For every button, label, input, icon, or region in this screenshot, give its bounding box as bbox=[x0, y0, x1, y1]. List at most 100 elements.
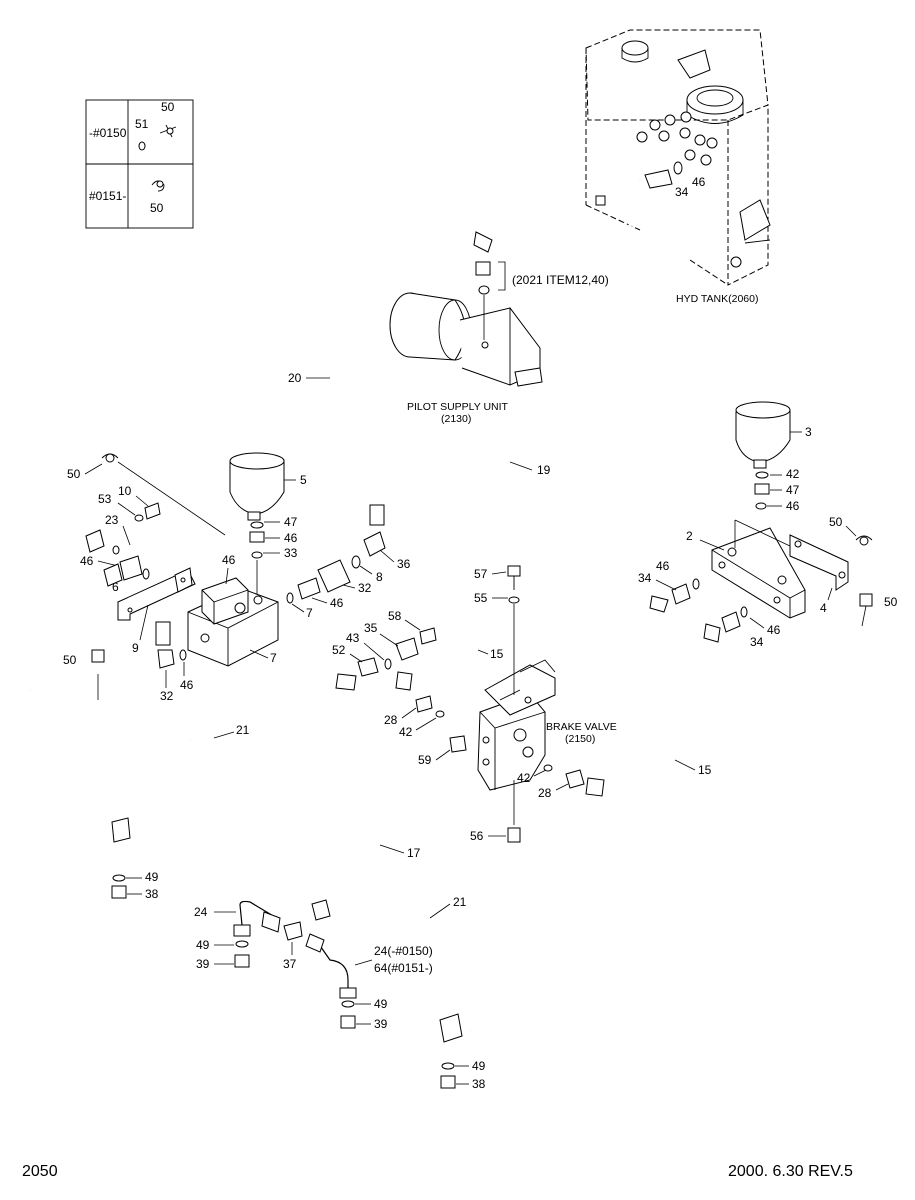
pilot-supply-unit: (2021 ITEM12,40) PILOT SUPPLY UNIT (2130… bbox=[389, 261, 609, 425]
label-39: 39 bbox=[196, 957, 210, 971]
label-46: 46 bbox=[692, 175, 706, 189]
inset-row2-label-50: 50 bbox=[150, 201, 164, 215]
manifold-2: 2 bbox=[686, 519, 846, 619]
elbow-32-lower: 32 46 bbox=[157, 649, 194, 703]
label-17: 17 bbox=[407, 846, 421, 860]
fitting-stack-49-38-right: 49 38 bbox=[440, 1059, 486, 1091]
hose-17: 17 bbox=[278, 673, 421, 921]
tank-ports bbox=[636, 111, 718, 166]
label-33: 46 bbox=[80, 554, 94, 568]
accumulator-3: 3 42 47 46 bbox=[735, 401, 812, 513]
label-59: 59 bbox=[418, 753, 432, 767]
pilot-supply-caption-2: (2130) bbox=[441, 413, 471, 425]
label-46: 8 bbox=[376, 570, 383, 584]
label-47: 47 bbox=[786, 483, 800, 497]
hose-end-fittings-left bbox=[85, 529, 463, 1043]
manifold-fittings: 46 34 46 34 bbox=[638, 559, 781, 649]
hose-21-upper: 21 21 bbox=[28, 538, 507, 1032]
label-42: 42 bbox=[786, 467, 800, 481]
left-clamp-50: 50 bbox=[67, 453, 226, 536]
label-34: 34 bbox=[675, 185, 689, 199]
fitting-8: 32 8 46 7 bbox=[286, 555, 383, 620]
label-50: 50 bbox=[67, 467, 81, 481]
inset-row2-serial: #0151- bbox=[89, 189, 126, 203]
label-49: 49 bbox=[472, 1059, 486, 1073]
brake-valve-fittings: 58 35 43 52 28 42 59 42 28 bbox=[332, 609, 585, 800]
label-52: 52 bbox=[332, 643, 346, 657]
label-55: 55 bbox=[474, 591, 488, 605]
label-32: 32 bbox=[160, 689, 174, 703]
label-23: 23 bbox=[105, 513, 119, 527]
label-5: 5 bbox=[300, 473, 307, 487]
label-50: 50 bbox=[829, 515, 843, 529]
tank-fitting: 34 46 bbox=[644, 161, 706, 199]
label-38: 38 bbox=[472, 1077, 486, 1091]
label-32: 36 bbox=[397, 557, 411, 571]
fitting-37: 37 bbox=[283, 921, 303, 971]
elbow-32-upper: 36 bbox=[363, 531, 411, 571]
brake-valve-caption-1: BRAKE VALVE bbox=[546, 721, 617, 733]
bolt-icon bbox=[159, 124, 177, 138]
hose-15-upper: 15 bbox=[395, 595, 669, 691]
label-46: 46 bbox=[767, 623, 781, 637]
label-42: 42 bbox=[399, 725, 413, 739]
label-20: 20 bbox=[288, 371, 302, 385]
label-34: 34 bbox=[750, 635, 764, 649]
label-6: 46 bbox=[222, 553, 236, 567]
hose-20: 20 bbox=[288, 222, 488, 516]
date-revision: 2000. 6.30 REV.5 bbox=[728, 1163, 853, 1180]
tube-24: 24 49 39 bbox=[194, 900, 281, 971]
note-64: 64(#0151-) bbox=[374, 961, 433, 975]
note-24: 24(-#0150) bbox=[374, 944, 433, 958]
inset-table: -#0150 #0151- 50 51 50 bbox=[85, 99, 194, 229]
tube-64: 24(-#0150) 64(#0151-) 49 39 bbox=[305, 933, 433, 1031]
label-49: 49 bbox=[196, 938, 210, 952]
brake-valve-caption-2: (2150) bbox=[565, 733, 595, 745]
label-36: 46 bbox=[330, 596, 344, 610]
label-47: 46 bbox=[284, 531, 298, 545]
label-35: 35 bbox=[364, 621, 378, 635]
hose-fittings-upper bbox=[155, 231, 493, 646]
bolt-50-left: 50 bbox=[63, 649, 105, 700]
label-46: 46 bbox=[786, 499, 800, 513]
hydraulic-tank: HYD TANK(2060) bbox=[585, 29, 771, 305]
clamp-icon bbox=[151, 180, 165, 192]
label-46: 7 bbox=[306, 606, 313, 620]
label-37: 37 bbox=[283, 957, 297, 971]
clamp-50-right: 50 50 bbox=[829, 515, 898, 627]
label-42: 47 bbox=[284, 515, 298, 529]
inset-row1-label-50: 50 bbox=[161, 100, 175, 114]
hose-15-lower: 15 bbox=[585, 623, 721, 797]
label-46: 33 bbox=[284, 546, 298, 560]
label-4: 4 bbox=[820, 601, 827, 615]
label-53: 53 bbox=[98, 492, 112, 506]
fitting-stack-49-38-left: 49 38 bbox=[111, 870, 159, 901]
label-42: 42 bbox=[517, 771, 531, 785]
label-15: 15 bbox=[490, 647, 504, 661]
label-46: 46 bbox=[656, 559, 670, 573]
small-fittings-left: 10 53 23 46 6 bbox=[80, 484, 161, 594]
inset-row1-label-51: 51 bbox=[135, 117, 149, 131]
hose-19: 19 bbox=[160, 178, 642, 641]
pilot-supply-caption-1: PILOT SUPPLY UNIT bbox=[407, 401, 509, 413]
label-9: 9 bbox=[132, 641, 139, 655]
page-number: 2050 bbox=[22, 1163, 58, 1180]
label-43: 43 bbox=[346, 631, 360, 645]
label-57: 57 bbox=[474, 567, 488, 581]
label-50: 50 bbox=[63, 653, 77, 667]
label-7: 7 bbox=[270, 651, 277, 665]
accumulator-5: 5 47 46 33 bbox=[229, 452, 307, 600]
label-28: 28 bbox=[384, 713, 398, 727]
label-28: 28 bbox=[538, 786, 552, 800]
label-21: 21 bbox=[236, 723, 250, 737]
hyd-tank-caption: HYD TANK(2060) bbox=[676, 293, 758, 305]
label-46: 6 bbox=[112, 580, 119, 594]
label-8: 32 bbox=[358, 581, 372, 595]
bracket-9: 9 bbox=[117, 567, 196, 655]
label-34: 34 bbox=[638, 571, 652, 585]
solenoid-6: 46 bbox=[201, 553, 249, 625]
label-24: 24 bbox=[194, 905, 208, 919]
bracket-4: 4 bbox=[789, 534, 849, 615]
label-21: 21 bbox=[453, 895, 467, 909]
